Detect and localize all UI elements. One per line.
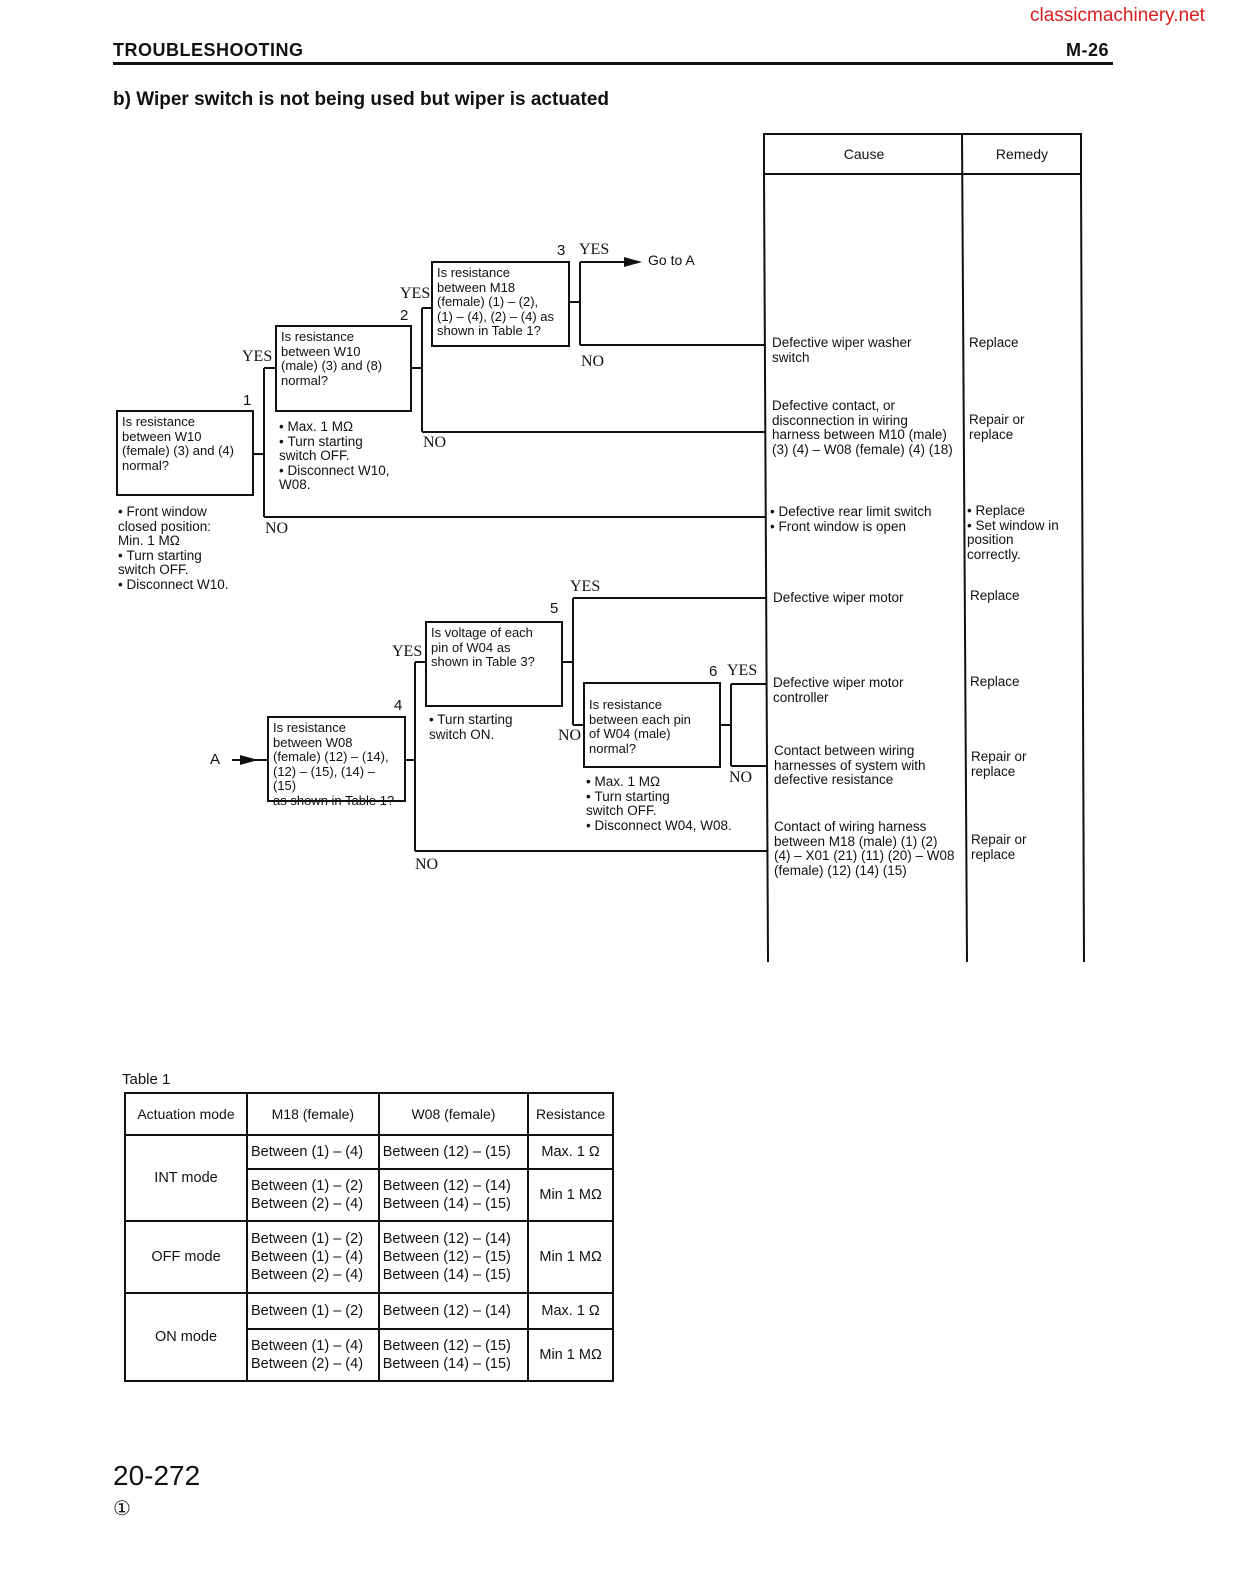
revision-mark: ① [113,1498,131,1520]
cause-7: Contact of wiring harness between M18 (m… [774,819,955,878]
question-box-1: Is resistance between W10 (female) (3) a… [116,410,254,496]
goto-a-label: Go to A [648,252,695,268]
question-1-note: • Front window closed position: Min. 1 M… [118,504,229,592]
question-box-5: Is voltage of each pin of W04 as shown i… [425,621,563,707]
cause-remedy-divider [961,133,968,963]
table-header-resistance: Resistance [527,1092,614,1136]
cause-column-header: Cause [843,146,885,162]
yes-label-q5: YES [570,578,601,595]
w08-cell: Between (12) – (14) [377,1292,530,1330]
resistance-cell: Min 1 MΩ [527,1220,614,1294]
yes-label-q6: YES [727,662,758,679]
cause-left-line [763,173,769,963]
table-row: ON mode Between (1) – (2) Between (12) –… [124,1292,614,1382]
no-label-q1: NO [265,520,289,537]
mode-cell: ON mode [124,1292,248,1382]
yes-label-q1: YES [242,348,273,365]
step-number-5: 5 [550,600,559,617]
table-row: OFF mode Between (1) – (2) Between (1) –… [124,1220,614,1294]
remedy-1: Replace [969,335,1019,350]
yes-label-q4: YES [392,643,423,660]
no-label-q6: NO [729,769,753,786]
step-number-2: 2 [400,307,409,324]
no-label-q3: NO [581,353,605,370]
no-label-q5: NO [558,727,582,744]
remedy-4: Replace [970,588,1020,603]
remedy-5: Replace [970,674,1020,689]
entry-arrowhead [240,755,258,765]
step-number-1: 1 [243,392,252,409]
w08-cell: Between (12) – (15) Between (14) – (15) [377,1328,530,1382]
remedy-3: • Replace • Set window in position corre… [967,503,1059,562]
remedy-2: Repair or replace [969,412,1025,442]
cause-remedy-header-frame [763,133,1082,175]
resistance-cell: Min 1 MΩ [527,1168,614,1222]
cause-5: Defective wiper motor controller [773,675,904,705]
table-row: Between (1) – (2) Between (2) – (4) Betw… [125,1168,614,1222]
table-1-caption: Table 1 [122,1071,171,1088]
question-5-note: • Turn starting switch ON. [429,712,513,742]
flowchart-lines [232,133,1085,963]
cause-1: Defective wiper washer switch [772,335,912,365]
remedy-right-line [1080,173,1085,963]
resistance-cell: Max. 1 Ω [527,1134,614,1170]
question-box-2: Is resistance between W10 (male) (3) and… [275,325,412,412]
question-box-6: Is resistance between each pin of W04 (m… [583,682,721,768]
remedy-7: Repair or replace [971,832,1027,862]
page-title: b) Wiper switch is not being used but wi… [113,89,609,110]
no-label-q4: NO [415,856,439,873]
cause-6: Contact between wiring harnesses of syst… [774,743,926,787]
table-header-m18: M18 (female) [246,1092,380,1136]
page-code: M-26 [1066,40,1110,60]
question-6-note: • Max. 1 MΩ • Turn starting switch OFF. … [586,774,732,833]
m18-cell: Between (1) – (4) [246,1134,380,1170]
cause-2: Defective contact, or disconnection in w… [772,398,953,457]
step-number-4: 4 [394,697,403,714]
page-number: 20-272 [113,1460,201,1491]
goto-arrowhead [624,257,642,267]
table-header-row: Actuation mode M18 (female) W08 (female)… [124,1092,614,1136]
header-rule [113,62,1113,65]
section-header: TROUBLESHOOTING [113,40,304,60]
m18-cell: Between (1) – (4) Between (2) – (4) [246,1328,380,1382]
m18-cell: Between (1) – (2) Between (2) – (4) [246,1168,380,1222]
watermark-text: classicmachinery.net [1030,5,1205,26]
w08-cell: Between (12) – (14) Between (12) – (15) … [377,1220,530,1294]
mode-cell: OFF mode [124,1220,248,1294]
mode-cell: INT mode [124,1134,248,1222]
remedy-6: Repair or replace [971,749,1027,779]
step-number-6: 6 [709,663,718,680]
no-label-q2: NO [423,434,447,451]
question-box-4: Is resistance between W08 (female) (12) … [267,716,406,807]
m18-cell: Between (1) – (2) Between (1) – (4) Betw… [246,1220,380,1294]
cause-3: • Defective rear limit switch • Front wi… [770,504,932,534]
yes-label-q2: YES [400,285,431,302]
table-row: INT mode Between (1) – (4) Between (12) … [124,1134,614,1222]
question-2-note: • Max. 1 MΩ • Turn starting switch OFF. … [279,419,390,492]
cause-4: Defective wiper motor [773,590,904,605]
table-header-w08: W08 (female) [377,1092,530,1136]
step-number-3: 3 [557,242,566,259]
entry-a-label: A [210,751,221,768]
yes-label-q3: YES [579,241,610,258]
table-1: Actuation mode M18 (female) W08 (female)… [124,1092,614,1382]
remedy-column-header: Remedy [995,146,1049,162]
question-box-3: Is resistance between M18 (female) (1) –… [431,261,570,347]
resistance-cell: Max. 1 Ω [527,1292,614,1330]
w08-cell: Between (12) – (15) [377,1134,530,1170]
m18-cell: Between (1) – (2) [246,1292,380,1330]
w08-cell: Between (12) – (14) Between (14) – (15) [377,1168,530,1222]
resistance-cell: Min 1 MΩ [527,1328,614,1382]
table-header-mode: Actuation mode [124,1092,248,1136]
table-row: Between (1) – (4) Between (2) – (4) Betw… [125,1328,614,1382]
